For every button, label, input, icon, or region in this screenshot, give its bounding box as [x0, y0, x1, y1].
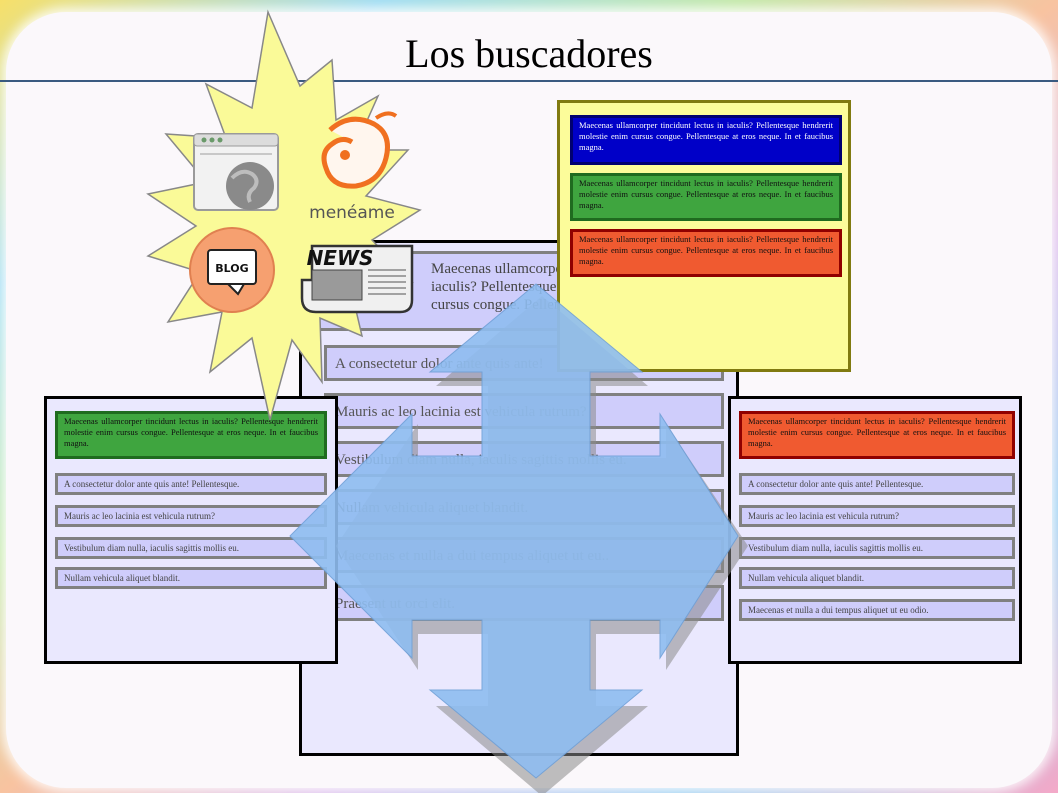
left-item-4: Nullam vehicula aliquet blandit.	[55, 567, 327, 589]
right-item-4: Nullam vehicula aliquet blandit.	[739, 567, 1015, 589]
right-item-3: Vestibulum diam nulla, iaculis sagittis …	[739, 537, 1015, 559]
left-green-box: Maecenas ullamcorper tincidunt lectus in…	[55, 411, 327, 459]
yellow-panel: Maecenas ullamcorper tincidunt lectus in…	[557, 100, 851, 372]
left-panel: Maecenas ullamcorper tincidunt lectus in…	[44, 396, 338, 664]
center-item-2: Mauris ac leo lacinia est vehicula rutru…	[324, 393, 724, 429]
center-item-6: Praesent ut orci elit.	[324, 585, 724, 621]
slide-title: Los buscadores	[405, 31, 653, 76]
title-divider	[0, 80, 1058, 82]
right-red-box: Maecenas ullamcorper tincidunt lectus in…	[739, 411, 1015, 459]
left-item-3: Vestibulum diam nulla, iaculis sagittis …	[55, 537, 327, 559]
right-panel: Maecenas ullamcorper tincidunt lectus in…	[728, 396, 1022, 664]
right-item-2: Mauris ac leo lacinia est vehicula rutru…	[739, 505, 1015, 527]
center-item-5: Maecenas et nulla a dui tempus aliquet u…	[324, 537, 724, 573]
yellow-red-box: Maecenas ullamcorper tincidunt lectus in…	[570, 229, 842, 277]
left-item-1: A consectetur dolor ante quis ante! Pell…	[55, 473, 327, 495]
yellow-green-box: Maecenas ullamcorper tincidunt lectus in…	[570, 173, 842, 221]
yellow-blue-box: Maecenas ullamcorper tincidunt lectus in…	[570, 115, 842, 165]
center-item-4: Nullam vehicula aliquet blandit.	[324, 489, 724, 525]
right-item-5: Maecenas et nulla a dui tempus aliquet u…	[739, 599, 1015, 621]
right-item-1: A consectetur dolor ante quis ante! Pell…	[739, 473, 1015, 495]
center-item-3: Vestibulum diam nulla, iaculis sagittis …	[324, 441, 724, 477]
left-item-2: Mauris ac leo lacinia est vehicula rutru…	[55, 505, 327, 527]
